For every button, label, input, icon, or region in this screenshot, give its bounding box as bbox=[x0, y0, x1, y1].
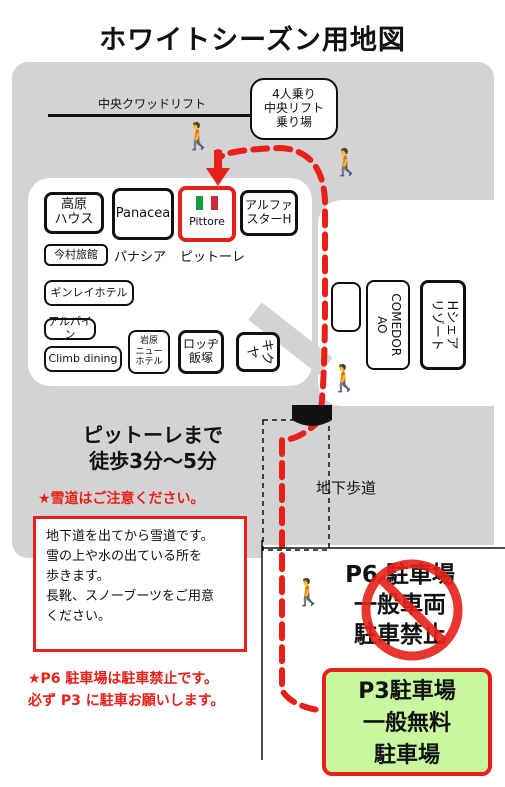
venue-panacea: Panacea bbox=[112, 188, 174, 240]
walking-person-icon: 🚶 bbox=[182, 122, 215, 152]
walking-person-icon: 🚶 bbox=[330, 148, 363, 178]
venue-lodge-iizuka: ロッヂ飯塚 bbox=[178, 330, 224, 374]
no-parking-icon bbox=[361, 559, 463, 661]
venue-alpha-star: アルファスターH bbox=[240, 190, 298, 236]
snow-warning: ★雪道はご注意ください。 bbox=[38, 491, 205, 507]
snow-notice-box: 地下道を出てから雪道です。雪の上や水の出ている所を歩きます。 長靴、スノーブーツ… bbox=[33, 516, 247, 652]
venue-iwahara-new: 岩原ニューホテル bbox=[128, 330, 170, 374]
venue-h-square: Hシェアリゾート bbox=[420, 280, 466, 370]
walking-person-icon: 🚶 bbox=[292, 578, 325, 608]
p3-parking-box: P3駐車場一般無料駐車場 bbox=[322, 668, 492, 776]
underpass-label: 地下歩道 bbox=[316, 479, 377, 497]
venue-ginrei: ギンレイホテル bbox=[44, 280, 134, 306]
venue-climb-dining: Climb dining bbox=[44, 346, 122, 372]
panacea-kana: パナシア bbox=[114, 250, 167, 265]
pittore-kana: ピットーレ bbox=[180, 250, 246, 265]
down-arrow-icon bbox=[206, 168, 230, 186]
lift-station-box: 4人乗り中央リフト乗り場 bbox=[250, 78, 338, 140]
venue-kogen-house: 高原ハウス bbox=[44, 192, 104, 234]
empty-building-box bbox=[331, 282, 361, 332]
lift-line bbox=[48, 114, 256, 117]
venue-kikuya: キクヤ bbox=[236, 332, 280, 372]
walking-person-icon: 🚶 bbox=[328, 364, 361, 394]
venue-imamura: 今村旅館 bbox=[44, 244, 108, 266]
lift-name-label: 中央クワッドリフト bbox=[98, 97, 207, 111]
walk-time-text: ピットーレまで徒歩3分～5分 bbox=[83, 423, 223, 473]
venue-alpine: アルパイン bbox=[44, 315, 96, 341]
map-title: ホワイトシーズン用地図 bbox=[99, 25, 406, 56]
italian-flag-icon bbox=[196, 196, 218, 210]
venue-pittore: Pittore bbox=[178, 186, 236, 242]
parking-note: ★P6 駐車場は駐車禁止です。必ず P3 に駐車お願いします。 bbox=[28, 671, 225, 709]
